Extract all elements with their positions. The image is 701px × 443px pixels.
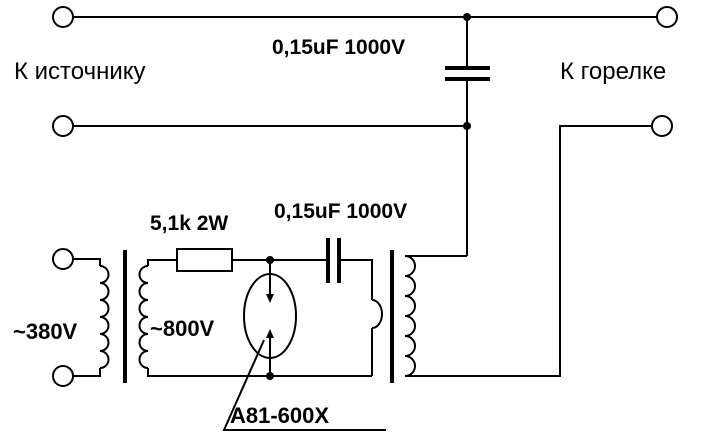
- burner-return-wire: [405, 125, 652, 377]
- terminal-input-top: [52, 248, 74, 270]
- junction-dot-gap-bottom: [266, 372, 274, 380]
- input-wire-top: [73, 258, 101, 266]
- input-wire-bottom: [73, 368, 101, 377]
- terminal-burner-bottom: [651, 115, 673, 137]
- gap-label-leader: [222, 339, 386, 431]
- label-secondary-voltage: ~800V: [150, 316, 215, 341]
- gap-arrow-upper: [266, 294, 274, 303]
- label-to-burner: К горелке: [560, 58, 667, 85]
- resistor-body: [176, 248, 233, 272]
- mid-cap-to-coil-wire: [339, 259, 373, 300]
- terminal-input-bottom: [52, 365, 74, 387]
- label-mid-capacitor: 0,15uF 1000V: [274, 200, 408, 223]
- secondary-wire-top: [147, 259, 177, 266]
- label-input-voltage: ~380V: [13, 319, 78, 344]
- label-resistor: 5,1k 2W: [150, 212, 229, 235]
- gap-arrow-lower: [266, 329, 274, 338]
- output-coil: [404, 255, 416, 377]
- junction-dot-gap-top: [266, 256, 274, 264]
- primary-coil: [99, 265, 110, 369]
- small-inductor: [371, 299, 383, 329]
- label-top-capacitor: 0,15uF 1000V: [272, 36, 406, 59]
- label-to-source: К источнику: [14, 58, 146, 85]
- label-spark-gap: A81-600X: [230, 403, 330, 428]
- terminal-source-top: [52, 6, 74, 28]
- junction-dot-top: [463, 13, 471, 21]
- junction-dot-rail: [463, 122, 471, 130]
- secondary-wire-bottom: [147, 368, 372, 377]
- secondary-coil: [138, 265, 149, 369]
- terminal-source-bottom: [52, 115, 74, 137]
- terminal-burner-top: [656, 6, 678, 28]
